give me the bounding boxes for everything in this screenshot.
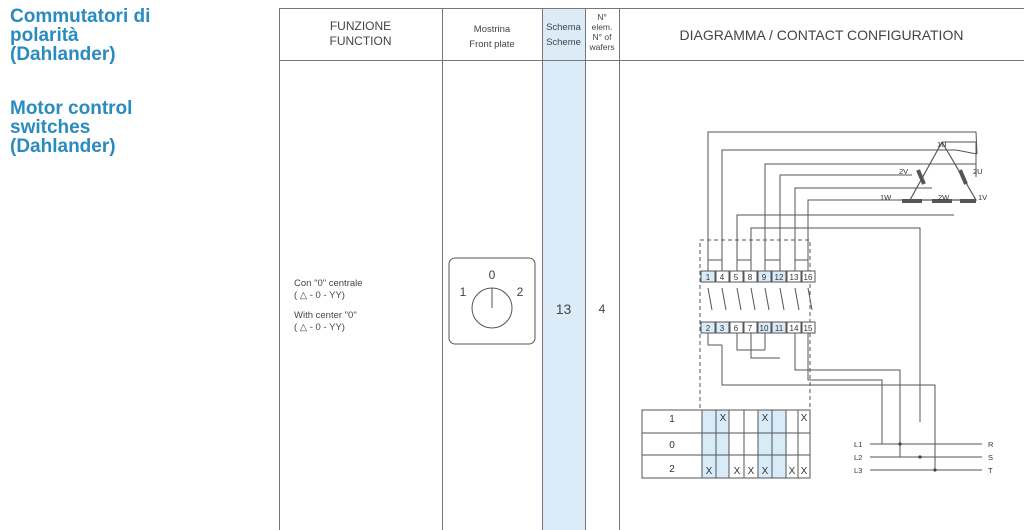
terminal-4: 4 — [720, 273, 725, 282]
title-en-line-1: Motor control — [10, 98, 133, 119]
product-table: FUNZIONE FUNCTION Mostrina Front plate S… — [279, 8, 1024, 530]
pos1-mark-1: X — [720, 413, 727, 424]
line-l2: L2 — [854, 453, 862, 462]
header-scheme: Schema Scheme — [542, 20, 585, 50]
dial-position-0: 0 — [489, 268, 496, 282]
title-italian: Commutatori di polarità (Dahlander) — [10, 7, 150, 64]
pos2-mark-6: X — [801, 466, 808, 477]
pos2-mark-2: X — [734, 466, 741, 477]
line-l3: L3 — [854, 466, 862, 475]
title-it-line-1: Commutatori di — [10, 6, 151, 27]
scheme-column-highlight — [542, 8, 585, 530]
header-schema: Schema — [546, 22, 581, 33]
motor-label-1w: 1W — [880, 193, 892, 202]
title-english: Motor control switches (Dahlander) — [10, 99, 132, 156]
terminal-14: 14 — [790, 324, 799, 333]
terminal-12: 12 — [775, 273, 784, 282]
motor-label-2v: 2V — [899, 167, 908, 176]
position-2-label: 2 — [669, 464, 675, 475]
front-plate-border — [448, 257, 536, 345]
wafers-count: 4 — [598, 302, 606, 316]
function-it-line-2: ( △ - 0 - YY) — [294, 290, 345, 301]
header-function: FUNZIONE FUNCTION — [279, 19, 442, 49]
phase-r: R — [988, 440, 994, 449]
terminal-1: 1 — [706, 273, 711, 282]
line-l1: L1 — [854, 440, 862, 449]
header-nelem-1: N° — [597, 12, 607, 22]
motor-label-1u: 1U — [937, 140, 947, 149]
pos1-mark-2: X — [762, 413, 769, 424]
title-en-line-3: (Dahlander) — [10, 136, 116, 157]
terminal-6: 6 — [734, 324, 739, 333]
header-funzione: FUNZIONE — [329, 19, 392, 33]
motor-label-2u: 2U — [973, 167, 983, 176]
function-it-line-1: Con "0" centrale — [294, 278, 363, 289]
header-front-plate: Mostrina Front plate — [442, 22, 542, 52]
header-diagram: DIAGRAMMA / CONTACT CONFIGURATION — [679, 27, 964, 43]
header-scheme-en: Scheme — [546, 37, 581, 48]
motor-label-2w: 2W — [938, 193, 950, 202]
scheme-number: 13 — [555, 301, 572, 317]
terminal-15: 15 — [804, 324, 813, 333]
terminal-5: 5 — [734, 273, 739, 282]
header-nelem-2: elem. — [591, 22, 613, 32]
title-it-line-2: polarità — [10, 25, 79, 46]
header-nelem-4: wafers — [589, 42, 615, 52]
header-mostrina: Mostrina — [473, 24, 511, 35]
header-function-en: FUNCTION — [329, 34, 392, 48]
terminal-13: 13 — [790, 273, 799, 282]
position-1-label: 1 — [669, 414, 675, 425]
pos1-mark-3: X — [801, 413, 808, 424]
pos2-mark-4: X — [762, 466, 769, 477]
header-wafers: N° elem. N° of wafers — [585, 12, 619, 52]
pos2-mark-1: X — [706, 466, 713, 477]
terminal-2: 2 — [706, 324, 711, 333]
header-nelem-3: N° of — [592, 32, 612, 42]
phase-t: T — [988, 466, 993, 475]
terminal-8: 8 — [748, 273, 753, 282]
header-front-plate-en: Front plate — [469, 39, 515, 50]
dial-position-2: 2 — [517, 285, 524, 299]
pos2-mark-3: X — [748, 466, 755, 477]
title-it-line-3: (Dahlander) — [10, 44, 116, 65]
motor-label-1v: 1V — [978, 193, 987, 202]
contact-diagram: 1 4 5 8 9 12 13 16 2 3 6 7 10 11 14 15 1… — [641, 131, 994, 479]
pos2-mark-5: X — [789, 466, 796, 477]
title-en-line-2: switches — [10, 117, 91, 138]
function-en-line-2: ( △ - 0 - YY) — [294, 322, 345, 333]
dial-position-1: 1 — [460, 285, 467, 299]
terminal-10: 10 — [760, 324, 769, 333]
phase-s: S — [988, 453, 993, 462]
function-en-line-1: With center "0" — [294, 310, 357, 321]
terminal-7: 7 — [748, 324, 753, 333]
terminal-9: 9 — [762, 273, 767, 282]
function-description: Con "0" centrale ( △ - 0 - YY) With cent… — [294, 278, 363, 334]
terminal-11: 11 — [775, 324, 784, 333]
terminal-16: 16 — [804, 273, 813, 282]
terminal-3: 3 — [720, 324, 725, 333]
position-0-label: 0 — [669, 440, 675, 451]
front-plate-dial: 0 1 2 — [448, 257, 536, 345]
